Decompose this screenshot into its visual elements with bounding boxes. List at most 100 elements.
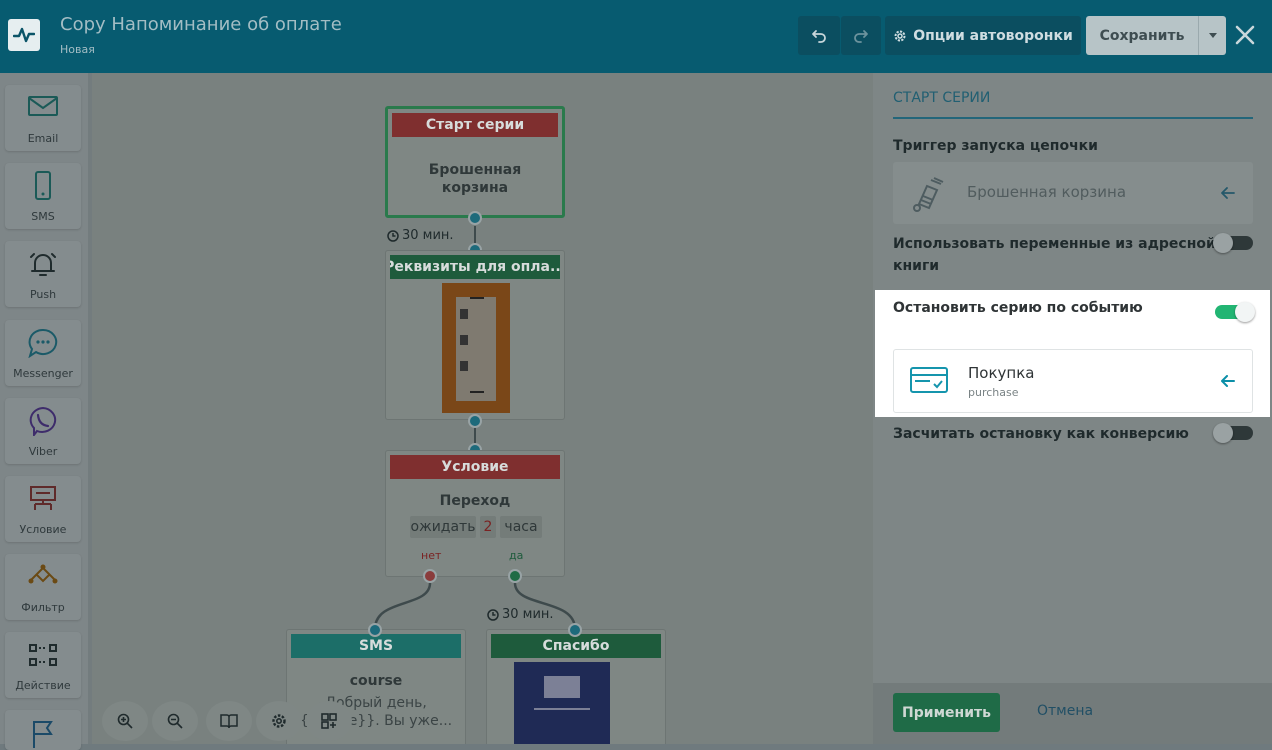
undo-icon bbox=[812, 29, 826, 43]
condition-node-header: Условие bbox=[390, 455, 560, 479]
start-series-node[interactable]: Старт серии Брошенная корзина bbox=[385, 106, 565, 218]
save-button[interactable]: Сохранить bbox=[1086, 16, 1198, 55]
event-code: purchase bbox=[968, 386, 1019, 399]
save-dropdown-button[interactable] bbox=[1198, 16, 1226, 55]
settings-button[interactable] bbox=[256, 701, 302, 741]
redo-icon bbox=[854, 29, 868, 43]
tool-filter[interactable]: Фильтр bbox=[5, 554, 81, 620]
condition-node[interactable]: Условие Переход ожидать 2 часа нет да bbox=[385, 450, 565, 577]
properties-panel: СТАРТ СЕРИИ Триггер запуска цепочки Брош… bbox=[873, 73, 1272, 744]
undo-button[interactable] bbox=[798, 16, 840, 55]
email-node-header: Реквизиты для опла... bbox=[390, 255, 560, 279]
funnel-options-label: Опции автоворонки bbox=[913, 27, 1073, 44]
clock-icon bbox=[487, 608, 499, 621]
panel-title: СТАРТ СЕРИИ bbox=[893, 90, 991, 106]
input-port[interactable] bbox=[568, 623, 582, 637]
wait-label: ожидать bbox=[410, 516, 476, 538]
tool-viber[interactable]: Viber bbox=[5, 398, 81, 464]
gear-icon bbox=[894, 30, 906, 41]
top-bar: Copy Напоминание об оплате Новая Опции а… bbox=[0, 0, 1272, 73]
email-node[interactable]: Реквизиты для опла... bbox=[385, 250, 565, 420]
output-port[interactable] bbox=[468, 414, 482, 428]
no-output-port[interactable] bbox=[423, 569, 437, 583]
no-branch-label: нет bbox=[421, 549, 442, 562]
cancel-button[interactable]: Отмена bbox=[1037, 703, 1094, 719]
panel-title-underline bbox=[893, 117, 1253, 119]
zoom-in-icon bbox=[117, 713, 133, 729]
zoom-out-button[interactable] bbox=[152, 701, 198, 741]
funnel-canvas[interactable]: Старт серии Брошенная корзина 30 мин. Ре… bbox=[92, 73, 873, 744]
phone-icon bbox=[35, 171, 51, 200]
arrow-left-icon[interactable] bbox=[1221, 187, 1235, 199]
connector-lines bbox=[373, 226, 577, 630]
element-toolbar: Email SMS Push Messenger Viber Условие Ф… bbox=[0, 73, 92, 750]
tool-condition[interactable]: Условие bbox=[5, 476, 81, 542]
delay-timer: 30 мин. bbox=[387, 228, 454, 243]
arrow-left-icon[interactable] bbox=[1221, 375, 1235, 387]
gear-icon bbox=[272, 714, 286, 728]
stop-event-card[interactable]: Покупка purchase bbox=[893, 349, 1253, 413]
email-preview-thumbnail bbox=[514, 662, 610, 744]
book-icon bbox=[220, 714, 238, 729]
tool-action[interactable]: Действие bbox=[5, 632, 81, 698]
zoom-in-button[interactable] bbox=[102, 701, 148, 741]
stop-series-toggle[interactable] bbox=[1215, 302, 1255, 322]
stop-event-section: Остановить серию по событию Покупка purc… bbox=[875, 290, 1270, 417]
action-icon bbox=[29, 644, 57, 666]
status-subtitle: Новая bbox=[60, 43, 95, 56]
event-title: Покупка bbox=[968, 364, 1035, 382]
app-logo-icon[interactable] bbox=[8, 19, 40, 51]
conversion-toggle[interactable] bbox=[1213, 423, 1253, 443]
wait-unit: часа bbox=[500, 516, 542, 538]
tool-goal[interactable] bbox=[5, 710, 81, 750]
use-vars-label: Использовать переменные из адресной книг… bbox=[893, 236, 1216, 274]
condition-title: Переход bbox=[439, 493, 511, 509]
trigger-value: Брошенная корзина bbox=[967, 183, 1127, 201]
tool-push[interactable]: Push bbox=[5, 241, 81, 307]
apply-button[interactable]: Применить bbox=[893, 693, 1000, 732]
chat-bubble-icon bbox=[28, 328, 58, 358]
use-vars-toggle[interactable] bbox=[1213, 233, 1253, 253]
yes-output-port[interactable] bbox=[508, 569, 522, 583]
stop-series-label: Остановить серию по событию bbox=[893, 300, 1143, 316]
start-node-header: Старт серии bbox=[392, 113, 558, 137]
trigger-selector[interactable]: Брошенная корзина bbox=[893, 162, 1253, 224]
panel-footer: Применить Отмена bbox=[873, 683, 1272, 744]
tool-email[interactable]: Email bbox=[5, 85, 81, 151]
filter-icon bbox=[28, 564, 58, 584]
start-node-line2: корзина bbox=[441, 180, 509, 196]
sms-text-line1: Добрый день, bbox=[325, 695, 427, 711]
cart-broom-icon bbox=[913, 177, 944, 212]
envelope-icon bbox=[28, 96, 58, 116]
funnel-options-button[interactable]: Опции автоворонки bbox=[885, 16, 1081, 55]
grid-icon bbox=[321, 713, 337, 729]
tool-messenger[interactable]: Messenger bbox=[5, 320, 81, 386]
sms-title: course bbox=[349, 673, 403, 689]
layout-button[interactable] bbox=[306, 701, 352, 741]
email-preview-thumbnail bbox=[442, 283, 510, 413]
zoom-out-icon bbox=[167, 713, 183, 729]
thanks-node[interactable]: Спасибо bbox=[486, 629, 666, 744]
thanks-node-header: Спасибо bbox=[491, 634, 661, 658]
credit-card-icon bbox=[910, 367, 948, 393]
clock-icon bbox=[387, 229, 399, 242]
tool-sms[interactable]: SMS bbox=[5, 163, 81, 229]
condition-icon bbox=[30, 486, 56, 510]
bell-icon bbox=[30, 253, 56, 276]
start-node-line1: Брошенная bbox=[428, 162, 522, 178]
guide-button[interactable] bbox=[206, 701, 252, 741]
chevron-down-icon bbox=[1208, 33, 1217, 38]
conversion-label: Засчитать остановку как конверсию bbox=[893, 426, 1189, 442]
sms-node-header: SMS bbox=[291, 634, 461, 658]
input-port[interactable] bbox=[368, 623, 382, 637]
close-icon[interactable] bbox=[1232, 22, 1258, 48]
output-port[interactable] bbox=[468, 211, 482, 225]
canvas-controls bbox=[102, 699, 356, 743]
wait-value[interactable]: 2 bbox=[480, 516, 496, 538]
viber-icon bbox=[29, 406, 57, 436]
redo-button[interactable] bbox=[841, 16, 881, 55]
yes-branch-label: да bbox=[509, 549, 524, 562]
page-title: Copy Напоминание об оплате bbox=[60, 14, 342, 35]
delay-timer: 30 мин. bbox=[487, 607, 554, 622]
trigger-label: Триггер запуска цепочки bbox=[893, 138, 1098, 154]
